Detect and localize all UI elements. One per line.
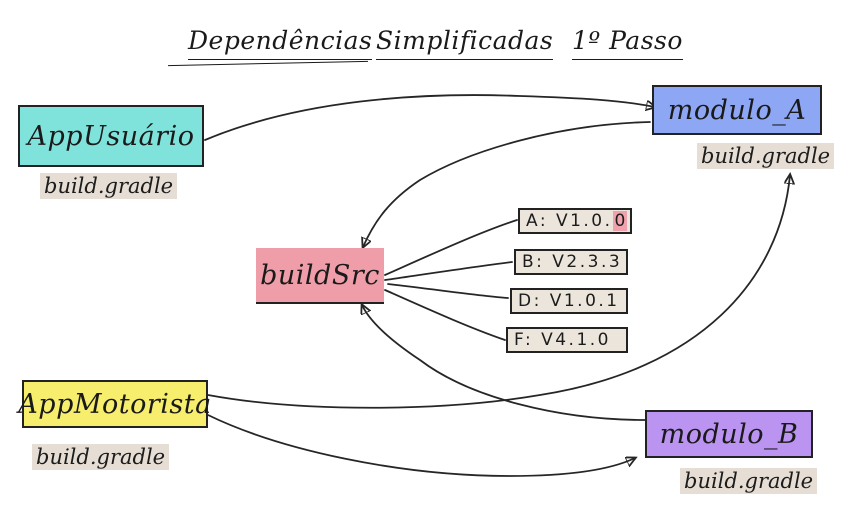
edge-modulo-b-buildsrc (362, 305, 646, 421)
node-modulo-b[interactable]: modulo_B (645, 410, 813, 458)
version-box-a: A: V1.0.0 (518, 208, 632, 234)
edge-buildsrc-version-f (384, 289, 506, 341)
app-usuario-build-gradle: build.gradle (40, 173, 178, 199)
edge-buildsrc-version-a (384, 219, 518, 276)
node-app-motorista[interactable]: AppMotorista (18, 380, 211, 428)
edge-buildsrc-version-b (384, 261, 513, 281)
title-part-dependencias: Dependências (188, 26, 373, 60)
version-a-text: A: V1.0. (526, 211, 613, 231)
version-a-highlight: 0 (612, 211, 628, 231)
title-part-passo: 1º Passo (572, 26, 683, 60)
app-motorista-build-gradle: build.gradle (32, 444, 170, 470)
version-f-text: F: V4.1.0 (514, 330, 611, 350)
version-d-text: D: V1.0.1 (518, 291, 620, 311)
version-box-d: D: V1.0.1 (510, 288, 628, 314)
edge-appusuario-modulo-a (204, 94, 655, 141)
node-modulo-a-label: modulo_A (667, 94, 807, 126)
modulo-b-build-gradle: build.gradle (680, 468, 818, 494)
edge-buildsrc-version-d (387, 283, 509, 299)
version-box-b: B: V2.3.3 (514, 249, 628, 275)
node-modulo-b-label: modulo_B (659, 418, 799, 450)
version-b-text: B: V2.3.3 (522, 252, 623, 272)
node-app-usuario[interactable]: AppUsuário (18, 105, 204, 167)
version-box-f: F: V4.1.0 (506, 327, 628, 353)
node-buildsrc[interactable]: buildSrc (256, 248, 384, 304)
title-part-simplificadas: Simplificadas (376, 26, 554, 60)
node-app-usuario-label: AppUsuário (27, 120, 195, 152)
node-app-motorista-label: AppMotorista (18, 388, 212, 420)
node-modulo-a[interactable]: modulo_A (652, 85, 822, 135)
node-buildsrc-label: buildSrc (260, 259, 380, 291)
edge-appmotorista-modulo-b (207, 414, 635, 477)
modulo-a-build-gradle: build.gradle (697, 143, 835, 169)
diagram-title: Dependências Simplificadas 1º Passo (180, 14, 700, 64)
